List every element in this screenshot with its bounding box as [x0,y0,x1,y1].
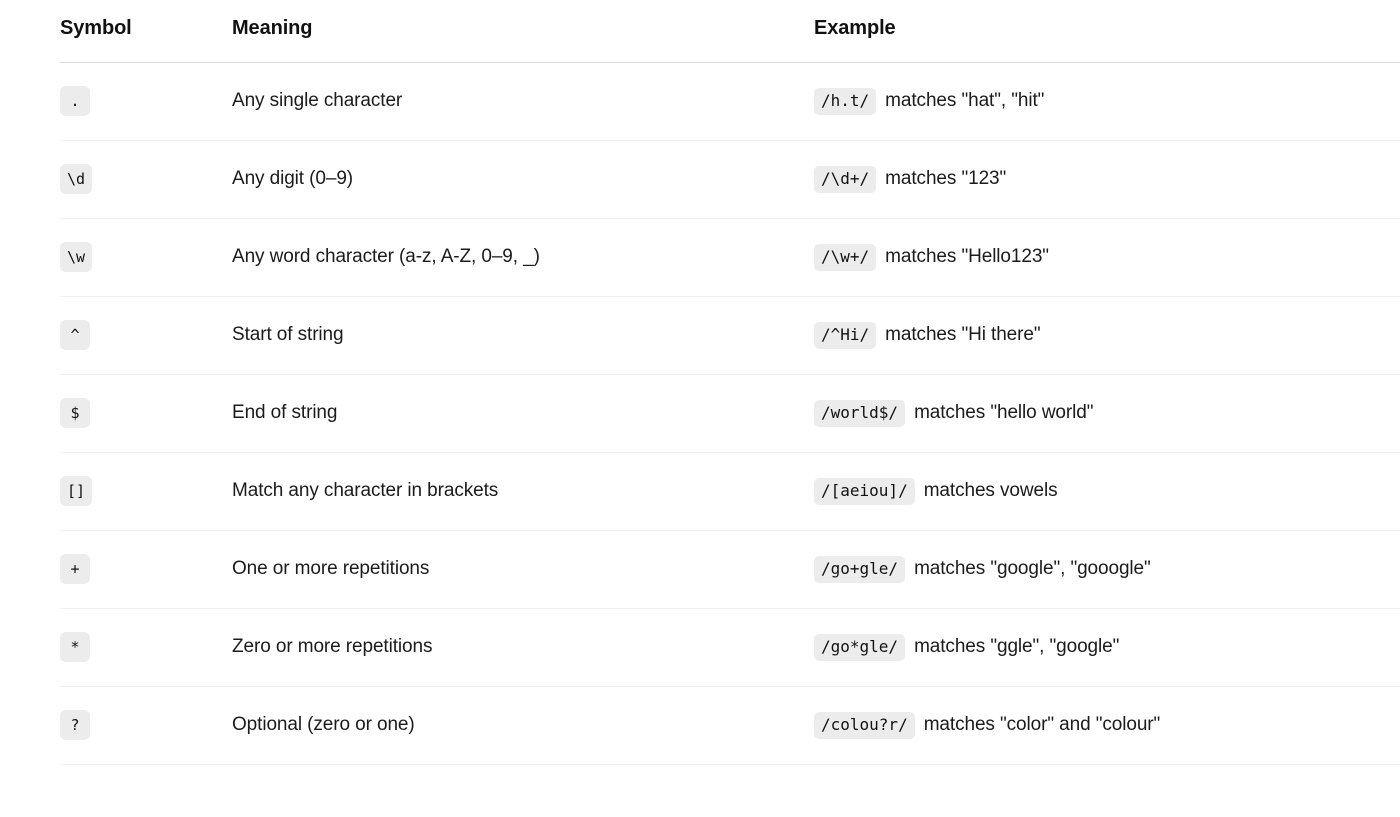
cell-meaning: Zero or more repetitions [232,608,814,687]
cell-meaning: End of string [232,374,814,453]
cell-symbol: $ [60,374,232,453]
table-row: ? Optional (zero or one) /colou?r/matches … [60,686,1400,765]
cell-symbol: \w [60,218,232,297]
meaning-text: Optional (zero or one) [232,714,415,736]
table-row: * Zero or more repetitions/go*gle/matches… [60,608,1400,687]
cell-symbol: ? [60,686,232,765]
example-wrapper: /\d+/ matches "123" [814,141,1400,218]
example-wrapper: /go*gle/matches "ggle", "google" [814,609,1400,686]
example-note: matches "hello world" [914,402,1094,424]
column-header-meaning: Meaning [232,0,814,63]
symbol-chip: \w [60,242,93,272]
meaning-text: Start of string [232,324,344,346]
cell-example: /go+gle/matches "google", "gooogle" [814,530,1400,609]
example-note: matches "color" and "colour" [923,714,1161,736]
example-code-chip: /\d+/ [814,165,877,193]
cell-meaning: Optional (zero or one) [232,686,814,765]
example-code-chip: /colou?r/ [814,711,915,739]
example-note: matches "123" [885,168,1007,190]
table-row: ^ Start of string /^Hi/matches "Hi there" [60,296,1400,375]
cell-meaning: Any word character (a-z, A-Z, 0–9, _) [232,218,814,297]
table-row: $ End of string/world$/ matches "hello wor… [60,374,1400,453]
table-body: . Any single character/h.t/matches "hat",… [60,62,1400,765]
cell-example: /[aeiou]/ matches vowels [814,452,1400,531]
table-header: Symbol Meaning Example [60,0,1400,63]
table-row: \d Any digit (0–9) /\d+/ matches "123" [60,140,1400,219]
cell-symbol: . [60,62,232,141]
symbol-chip: + [60,554,90,584]
cell-meaning: Start of string [232,296,814,375]
example-code-chip: /^Hi/ [814,321,877,349]
symbol-chip: ^ [60,320,90,350]
table-header-row: Symbol Meaning Example [60,0,1400,63]
example-wrapper: /colou?r/matches "color" and "colour" [814,687,1400,764]
example-note: matches "Hi there" [885,324,1041,346]
cell-example: /go*gle/matches "ggle", "google" [814,608,1400,687]
example-code-chip: /world$/ [814,399,906,427]
cell-example: /\d+/ matches "123" [814,140,1400,219]
cell-example: /h.t/matches "hat", "hit" [814,62,1400,141]
cell-symbol: [] [60,452,232,531]
meaning-text: Zero or more repetitions [232,636,433,658]
example-code-chip: /h.t/ [814,87,877,115]
example-code-chip: /[aeiou]/ [814,477,915,505]
example-code-chip: /\w+/ [814,243,877,271]
example-note: matches "ggle", "google" [914,636,1120,658]
table-row: + One or more repetitions/go+gle/matches … [60,530,1400,609]
meaning-text: One or more repetitions [232,558,430,580]
example-code-chip: /go*gle/ [814,633,906,661]
column-header-symbol: Symbol [60,0,232,63]
meaning-text: Any digit (0–9) [232,168,354,190]
example-wrapper: /go+gle/matches "google", "gooogle" [814,531,1400,608]
symbol-chip: [] [60,476,93,506]
table-row: [] Match any character in brackets /[aeiou… [60,452,1400,531]
meaning-text: End of string [232,402,338,424]
symbol-chip: . [60,86,90,116]
column-header-example: Example [814,0,1400,63]
example-wrapper: /^Hi/matches "Hi there" [814,297,1400,374]
symbol-chip: ? [60,710,90,740]
example-note: matches "Hello123" [885,246,1049,268]
meaning-text: Any word character (a-z, A-Z, 0–9, _) [232,246,540,268]
example-wrapper: /[aeiou]/ matches vowels [814,453,1400,530]
meaning-text: Any single character [232,90,403,112]
cell-example: /^Hi/matches "Hi there" [814,296,1400,375]
cell-meaning: Match any character in brackets [232,452,814,531]
example-note: matches "hat", "hit" [885,90,1045,112]
cell-example: /world$/ matches "hello world" [814,374,1400,453]
symbol-chip: * [60,632,90,662]
table-row: \w Any word character (a-z, A-Z, 0–9, _) /… [60,218,1400,297]
cell-symbol: * [60,608,232,687]
cell-meaning: Any single character [232,62,814,141]
example-code-chip: /go+gle/ [814,555,906,583]
cell-symbol: ^ [60,296,232,375]
cell-symbol: \d [60,140,232,219]
example-wrapper: /world$/ matches "hello world" [814,375,1400,452]
example-wrapper: /\w+/ matches "Hello123" [814,219,1400,296]
meaning-text: Match any character in brackets [232,480,499,502]
cell-example: /\w+/ matches "Hello123" [814,218,1400,297]
example-wrapper: /h.t/matches "hat", "hit" [814,63,1400,140]
cell-meaning: Any digit (0–9) [232,140,814,219]
cell-symbol: + [60,530,232,609]
example-note: matches vowels [923,480,1058,502]
symbol-chip: $ [60,398,90,428]
symbol-chip: \d [60,164,93,194]
table-row: . Any single character/h.t/matches "hat",… [60,62,1400,141]
example-note: matches "google", "gooogle" [914,558,1151,580]
cell-example: /colou?r/matches "color" and "colour" [814,686,1400,765]
cell-meaning: One or more repetitions [232,530,814,609]
regex-reference-table: Symbol Meaning Example . Any single chara… [60,0,1400,765]
